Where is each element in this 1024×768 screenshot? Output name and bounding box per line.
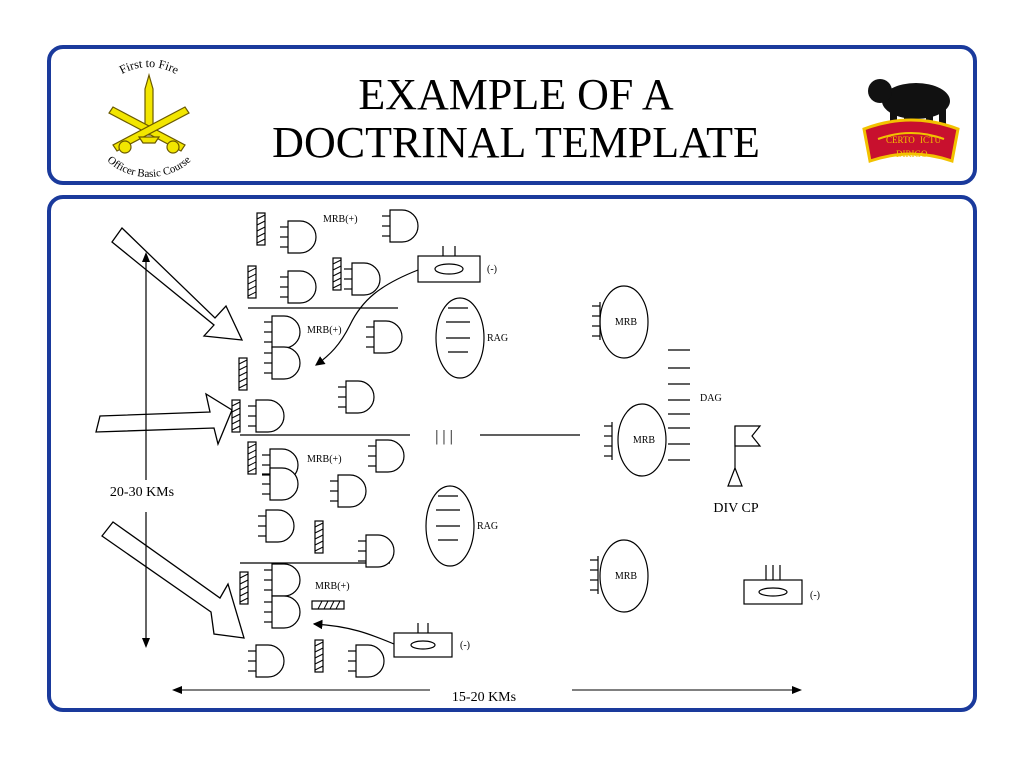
mrb-label-2: MRB: [633, 435, 656, 446]
title-line-2: DOCTRINAL TEMPLATE: [272, 118, 760, 167]
div-cp-label: DIV CP: [713, 501, 758, 516]
tank-movement-arrow-top: [315, 269, 419, 366]
mrb-label-1: MRB: [615, 317, 638, 328]
width-label: 20-30 KMs: [110, 485, 174, 500]
dag-label: DAG: [700, 393, 722, 404]
first-to-fire-logo: First to Fire Officer Basic Course: [105, 57, 194, 177]
tank-unit-top: [417, 246, 481, 283]
div-cp-flag-icon: [727, 425, 762, 487]
mrb-unit-second-echelon-3: [590, 539, 649, 613]
rag-label-2: RAG: [477, 521, 498, 532]
dag-unit: [668, 349, 690, 461]
attack-arrow-middle: [95, 392, 233, 447]
rag-unit-bottom: [425, 485, 475, 567]
regiment-boundary-marker: | | |: [435, 428, 453, 445]
attack-arrow-bottom: [101, 521, 245, 639]
tank-movement-arrow-bottom: [312, 619, 395, 645]
mrb-unit-second-echelon-2: [604, 403, 667, 477]
crossed-cannons-icon: [108, 72, 190, 154]
mrb-plus-label-4: MRB(+): [315, 581, 350, 592]
title-line-1: EXAMPLE OF A: [358, 70, 674, 119]
attack-arrows: [95, 227, 245, 639]
tank-unit-rear: [743, 565, 803, 605]
crest-motto-left: CERTO: [886, 135, 915, 145]
rag-unit-top: [435, 297, 485, 379]
crest-motto-bottom: DIRIGO: [896, 149, 928, 159]
mrb-plus-label-2: MRB(+): [307, 325, 342, 336]
attack-arrow-top: [111, 227, 244, 341]
tank-minus-label-2: (-): [460, 640, 470, 651]
bear-crest-logo: CERTO ICTU DIRIGO: [862, 79, 960, 163]
mrb-unit-second-echelon-1: [592, 285, 649, 359]
tank-unit-bottom: [393, 623, 453, 658]
mrb-plus-label-1: MRB(+): [323, 214, 358, 225]
mrb-plus-label-3: MRB(+): [307, 454, 342, 465]
rag-label-1: RAG: [487, 333, 508, 344]
horizontal-hatched-bar: [311, 600, 345, 610]
mrb-label-3: MRB: [615, 571, 638, 582]
crest-motto-right: ICTU: [920, 135, 941, 145]
tank-minus-label-3: (-): [810, 590, 820, 601]
depth-label: 15-20 KMs: [452, 690, 516, 705]
tank-minus-label-1: (-): [487, 264, 497, 275]
page-title: EXAMPLE OF A DOCTRINAL TEMPLATE: [251, 71, 781, 167]
crest-scroll: [862, 118, 960, 163]
diagram-panel: [47, 195, 977, 712]
header-panel: First to Fire Officer Basic Course EXAMP…: [47, 45, 977, 185]
